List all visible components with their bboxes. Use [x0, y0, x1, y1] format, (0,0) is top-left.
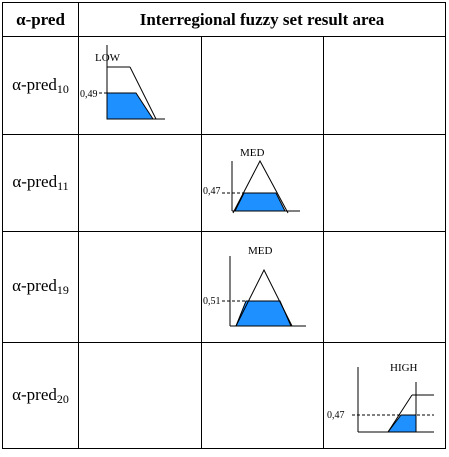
cell-col3 [323, 134, 446, 232]
set-label: MED [240, 147, 265, 159]
fuzzy-set-high: HIGH 0,47 [327, 362, 434, 433]
row-label: α-pred11 [2, 134, 79, 232]
fuzzy-set-med: MED 0,47 [203, 147, 300, 214]
set-label: MED [248, 245, 273, 257]
result-table: α-pred Interregional fuzzy set result ar… [2, 2, 446, 449]
level-label: 0,51 [203, 296, 221, 307]
result-area-fill [235, 300, 292, 327]
row-label: α-pred10 [2, 36, 79, 135]
slope-line [387, 394, 413, 433]
cell-col1 [78, 342, 202, 449]
row-label: α-pred19 [2, 231, 79, 343]
table-row: α-pred10 LOW 0,49 [2, 36, 446, 135]
cell-col3 [323, 231, 446, 343]
row-label-subscript: 19 [56, 283, 69, 297]
slope-line [129, 66, 157, 120]
set-label: HIGH [390, 362, 418, 374]
cell-col1 [78, 134, 202, 232]
row-label-subscript: 20 [56, 391, 69, 406]
row-label-base: α-pred [12, 172, 58, 191]
header-result-area: Interregional fuzzy set result area [78, 2, 446, 37]
set-label: LOW [95, 52, 121, 64]
row-label-subscript: 10 [56, 81, 69, 96]
cell-col2: MED 0,51 [201, 231, 324, 343]
table-row: α-pred19 MED 0,51 [2, 231, 446, 343]
cell-col3: HIGH 0,47 [323, 342, 446, 449]
result-area-fill [386, 414, 417, 433]
row-label-base: α-pred [12, 384, 57, 404]
cell-col1: LOW 0,49 [78, 36, 202, 135]
table-row: α-pred20 HIGH 0,47 [2, 342, 446, 449]
result-area-fill [234, 192, 286, 212]
fuzzy-set-low: LOW 0,49 [80, 45, 165, 120]
cell-col2: MED 0,47 [201, 134, 324, 232]
row-label: α-pred20 [2, 342, 79, 449]
row-label-base: α-pred [12, 276, 57, 295]
row-label-base: α-pred [12, 74, 57, 94]
fuzzy-set-med: MED 0,51 [203, 245, 306, 327]
header-row: α-pred Interregional fuzzy set result ar… [2, 2, 446, 37]
triangle-outline [235, 268, 293, 327]
cell-col1 [78, 231, 202, 343]
header-alpha-pred: α-pred [2, 2, 79, 37]
result-area-fill [106, 92, 154, 120]
level-label: 0,47 [327, 410, 345, 421]
cell-col2 [201, 342, 324, 449]
cell-col2 [201, 36, 324, 135]
triangle-outline [232, 159, 289, 214]
cell-col3 [323, 36, 446, 135]
level-label: 0,47 [203, 186, 221, 197]
level-label: 0,49 [80, 89, 98, 100]
table-row: α-pred11 MED 0,47 [2, 134, 446, 232]
row-label-subscript: 11 [57, 179, 69, 193]
